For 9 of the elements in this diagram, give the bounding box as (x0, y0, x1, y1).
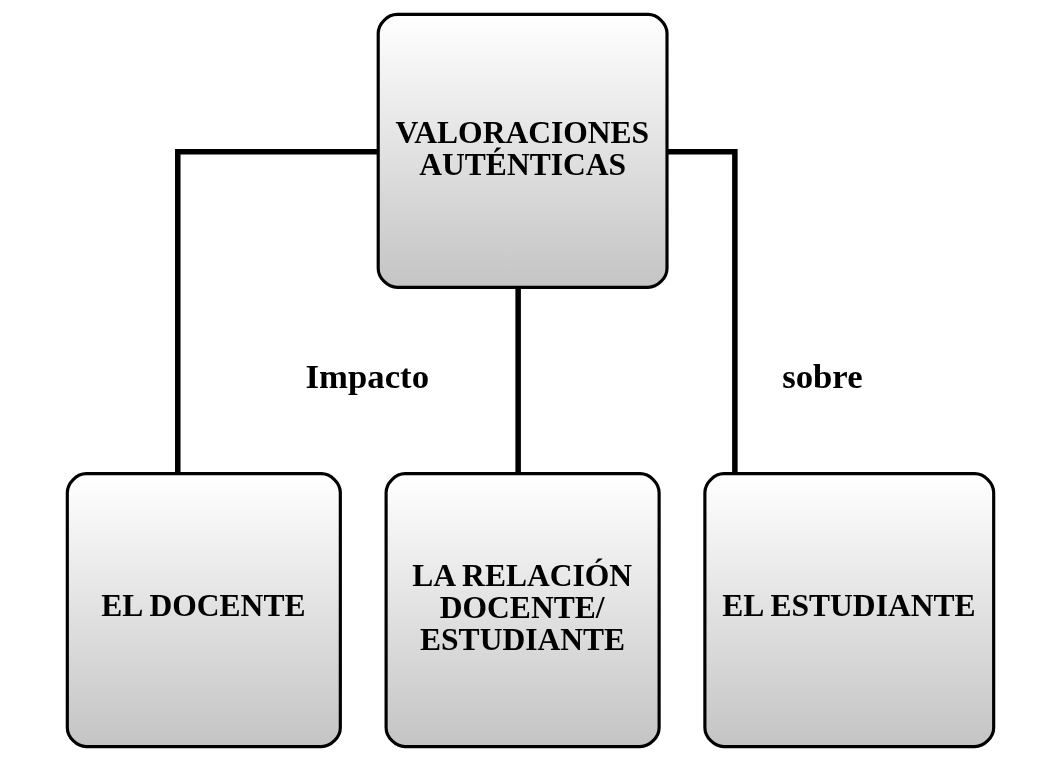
connector (174, 148, 378, 474)
connector (666, 148, 738, 474)
node-box: LA RELACIÓN DOCENTE/ ESTUDIANTE (384, 472, 661, 749)
node-box: VALORACIONES AUTÉNTICAS (376, 12, 669, 289)
node-box: EL ESTUDIANTE (702, 472, 995, 749)
node-box: EL DOCENTE (65, 472, 342, 749)
label: sobre (781, 356, 863, 396)
connector (514, 287, 521, 474)
label: Impacto (305, 356, 429, 396)
